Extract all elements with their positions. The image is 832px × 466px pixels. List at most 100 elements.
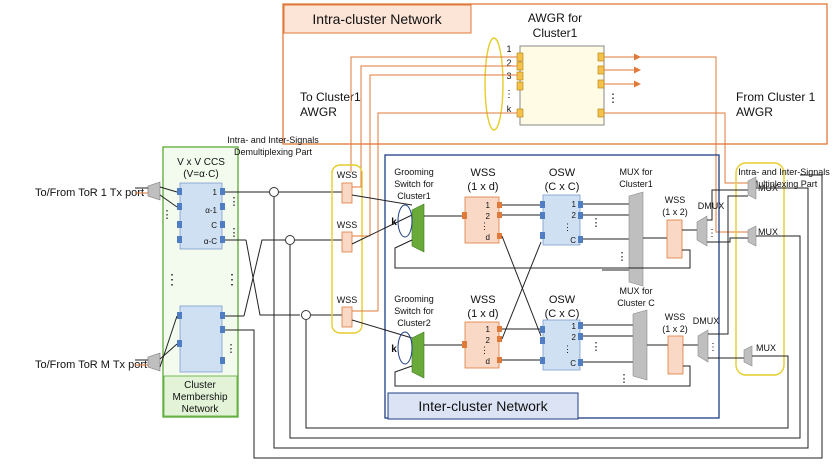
ccs-mid-dots-left: ⋮: [165, 271, 179, 287]
ccs-right-dots-upper: ⋮: [229, 196, 240, 208]
mux-clusterc: [632, 309, 648, 381]
awgr-port-label-2: 2: [506, 58, 511, 68]
wss1x2-upper-line1: WSS: [665, 195, 686, 205]
wss-2: [341, 231, 353, 253]
ccs-right-dots-lower: ⋮: [226, 343, 237, 355]
return-feedback-loops: [225, 174, 823, 459]
inter-cluster-title: Inter-cluster Network: [418, 398, 548, 414]
wss1xd-lower: [464, 321, 500, 369]
osw-lower-port-1: 1: [572, 322, 577, 331]
intra-cluster-title-box: [283, 4, 472, 34]
awgr-output-dots: ⋮: [607, 91, 619, 105]
wss1x2-out-links: [394, 229, 698, 387]
awgr-port-label-dots: ⋮: [504, 89, 514, 100]
tor-links: [135, 186, 178, 368]
osw-lower-port-dots: ⋮: [563, 344, 572, 354]
wss-3-label: WSS: [337, 295, 358, 305]
wss1xd-upper: [464, 196, 500, 244]
mux-output-2-label: MUX: [758, 227, 778, 237]
dmux-upper: [696, 215, 708, 247]
mux-cluster1: [628, 191, 644, 287]
grooming-switch-2: [411, 331, 425, 379]
wss1xd-ports: [462, 202, 502, 363]
ccs-ports: [177, 188, 225, 364]
osw-lower-line2: (C x C): [545, 308, 580, 320]
mux-cluster1-label-line1: MUX for: [619, 167, 652, 177]
dmux-lower-dots: ⋮: [708, 342, 718, 353]
osw-lower-out-dots: ⋮: [591, 341, 602, 353]
wss1xd-lower-port-d: d: [486, 357, 490, 366]
wss1x2-upper-line2: (1 x 2): [662, 207, 688, 217]
osw-upper-out-dots: ⋮: [591, 217, 602, 229]
awgr-output-ports: [597, 52, 605, 118]
tor-1-coupler: [147, 181, 161, 201]
wss1xd-upper-port-dots: ⋮: [480, 221, 489, 231]
grooming2-k-label: k: [391, 344, 397, 355]
awgr-port-label-k: k: [507, 104, 512, 114]
osw-upper-line1: OSW: [549, 167, 576, 179]
wss1xd-upper-port-d: d: [486, 233, 490, 242]
mux-clusterc-in-dots: ⋮: [619, 373, 630, 385]
mux-cluster1-in-dots: ⋮: [617, 251, 628, 263]
intra-cluster-network-box: [282, 3, 828, 145]
awgr-input-ports: [516, 52, 524, 118]
wss1xd-upper-port-1: 1: [486, 201, 491, 210]
circulator-3: [301, 310, 311, 320]
osw-upper-port-dots: ⋮: [563, 222, 572, 232]
ccs-left-dots-upper: ⋮: [162, 209, 173, 221]
osw-upper-line2: (C x C): [545, 181, 580, 193]
wss-1-label: WSS: [337, 170, 358, 180]
mux-part-label-line2: Multiplexing Part: [751, 179, 818, 189]
cmn-label-line2: Membership: [172, 392, 227, 403]
awgr-port-label-3: 3: [506, 71, 511, 81]
osw-lower-port-2: 2: [572, 333, 577, 342]
cmn-label-line1: Cluster: [184, 380, 216, 391]
wss1xd-upper-line1: WSS: [470, 167, 495, 179]
ccs-port-label-c: C: [211, 221, 217, 230]
dmux-to-mux-links: [707, 189, 748, 359]
from-cluster1-label-line2: AWGR: [736, 105, 773, 119]
demux-wss-group-box: [331, 164, 363, 334]
wss1xd-lower-port-1: 1: [486, 325, 491, 334]
wss1x2-upper: [666, 219, 683, 259]
mux-part-label-line1: Intra- and Inter-Signals: [738, 167, 830, 177]
mux-output-1: [747, 176, 757, 200]
grooming1-k-label: k: [391, 217, 397, 228]
osw-upper-port-1: 1: [572, 200, 577, 209]
wss-output-links: [351, 172, 413, 339]
awgr-port-label-1: 1: [506, 44, 511, 54]
dmux-lower: [697, 329, 709, 363]
awgr-orange-connections: [350, 56, 748, 311]
osw-ports: [540, 201, 583, 366]
grooming2-line2: Switch for: [394, 306, 434, 316]
grooming1-line2: Switch for: [394, 179, 434, 189]
ccs-title-line1: V x V CCS: [177, 157, 225, 168]
awgr-box: [519, 45, 605, 126]
grooming1-ellipse: [397, 204, 413, 238]
osw-to-mux-links: [583, 203, 633, 363]
tor-m-coupler: [147, 352, 161, 372]
osw-lower: [542, 319, 581, 371]
mux-cluster1-label-line2: Cluster1: [619, 179, 653, 189]
osw-upper: [542, 194, 581, 246]
ccs-right-dots-upper2: ⋮: [229, 227, 240, 239]
ccs-to-circulator-links: [225, 191, 300, 317]
ccs-port-label-alpha-1: α-1: [205, 206, 217, 215]
dmux-lower-label: DMUX: [693, 316, 720, 326]
circulator-2: [285, 235, 295, 245]
osw-upper-port-2: 2: [572, 211, 577, 220]
osw-lower-line1: OSW: [549, 294, 576, 306]
intra-cluster-title: Intra-cluster Network: [312, 11, 442, 27]
wss-to-osw-links: [501, 204, 542, 361]
mux-output-3: [743, 345, 753, 367]
from-cluster1-label-line1: From Cluster 1: [736, 90, 816, 104]
mux-group-box: [735, 162, 785, 376]
ccs-mid-dots-right: ⋮: [225, 271, 239, 287]
tor-m-label: To/From ToR M Tx port: [35, 359, 147, 371]
ccs-port-label-alpha-c: α-C: [204, 237, 217, 246]
to-cluster1-label-line2: AWGR: [300, 105, 337, 119]
ccs-upper-box: [179, 182, 223, 250]
awgr-input-ellipse: [484, 37, 504, 131]
grooming2-ellipse: [397, 331, 413, 365]
